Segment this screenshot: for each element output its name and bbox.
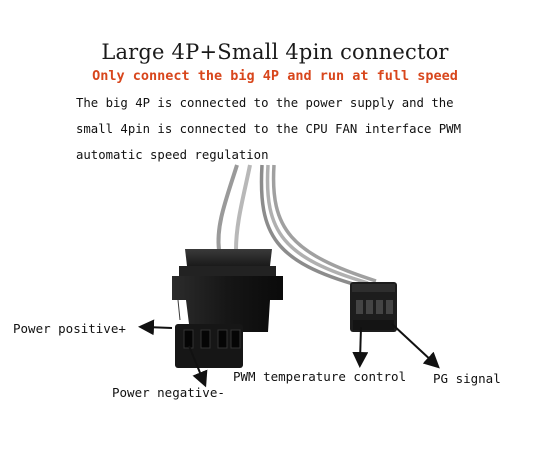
cable-large-right [234, 164, 252, 251]
pointer-arrows [138, 319, 440, 388]
cable-small-2 [265, 164, 369, 285]
label-power-positive: Power positive+ [13, 321, 126, 336]
description-line: automatic speed regulation [76, 148, 269, 162]
arrow-pwm [352, 326, 369, 368]
description-line: small 4pin is connected to the CPU FAN i… [76, 122, 461, 136]
cable-large-left [216, 164, 239, 251]
diagram-title: Large 4P+Small 4pin connector [101, 40, 449, 64]
arrow-power-negative [188, 345, 208, 388]
description-line: The big 4P is connected to the power sup… [76, 96, 454, 110]
diagram-subtitle: Only connect the big 4P and run at full … [92, 68, 458, 84]
cable-small-1 [259, 164, 361, 288]
description: The big 4P is connected to the power sup… [76, 90, 536, 168]
label-power-negative: Power negative- [112, 385, 225, 400]
large-4p-connector [172, 249, 283, 368]
cables [216, 164, 377, 288]
label-pwm-temperature-control: PWM temperature control [233, 369, 407, 384]
arrow-pg [391, 323, 440, 369]
label-pg-signal: PG signal [433, 371, 501, 386]
arrow-power-positive [138, 319, 173, 336]
cable-small-3 [271, 164, 377, 283]
small-4pin-connector [350, 282, 397, 332]
